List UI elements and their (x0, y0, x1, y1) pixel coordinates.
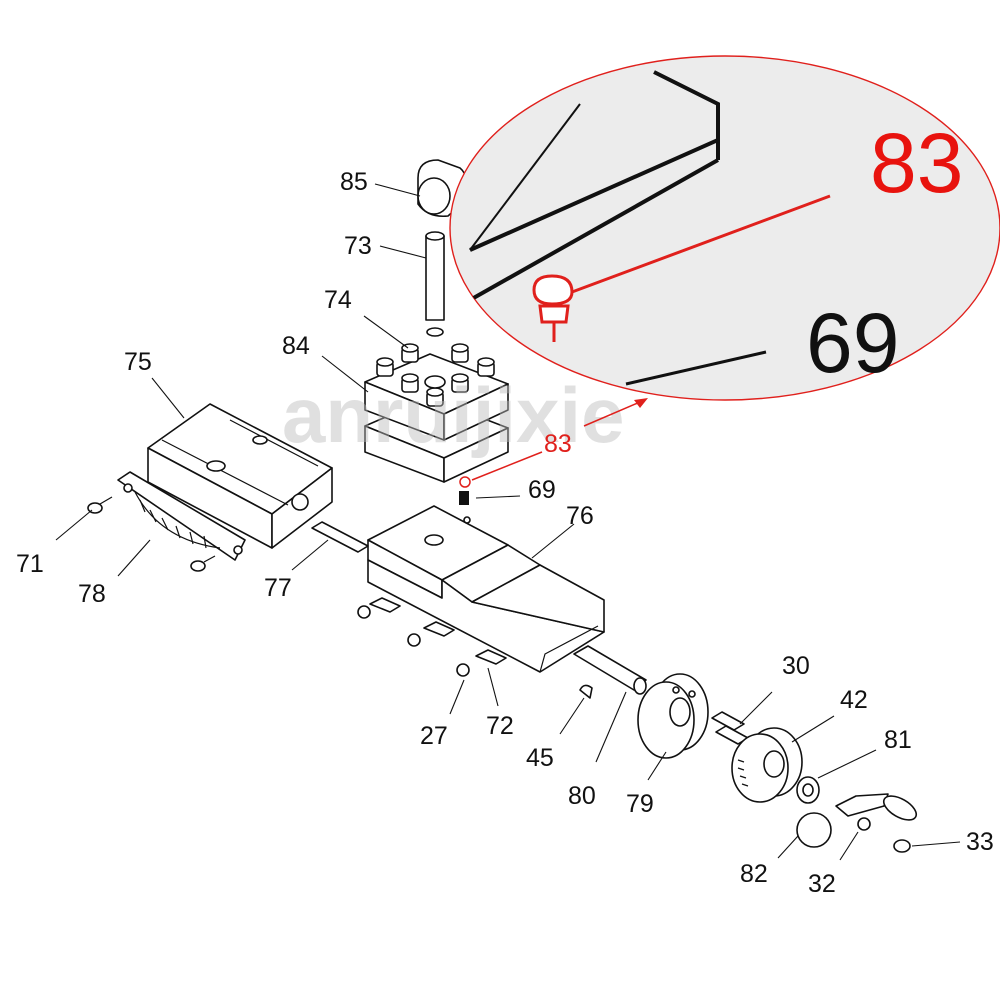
callout-78: 78 (78, 580, 106, 608)
callout-84: 84 (282, 332, 310, 360)
leader-lines (55, 183, 961, 861)
callout-71: 71 (16, 550, 44, 578)
callout-45: 45 (526, 744, 554, 772)
part-77-gib-strip (311, 521, 369, 553)
part-45-key (579, 684, 593, 699)
callout-79: 79 (626, 790, 654, 818)
callout-83: 83 (544, 430, 572, 458)
part-33-screw (893, 839, 911, 853)
callout-75: 75 (124, 348, 152, 376)
part-78-angle-scale (117, 471, 246, 561)
callout-73: 73 (344, 232, 372, 260)
part-71-screws (87, 496, 216, 572)
zoom-label-83: 83 (870, 116, 963, 210)
part-69-spring (459, 491, 469, 505)
callout-81: 81 (884, 726, 912, 754)
part-75-compound-base (147, 403, 333, 549)
part-81-washer (796, 776, 820, 804)
part-79-bearing-housing (637, 673, 709, 759)
callout-76: 76 (566, 502, 594, 530)
callout-32: 32 (808, 870, 836, 898)
callout-27: 27 (420, 722, 448, 750)
part-27-72-adjusting-screws (357, 597, 507, 677)
callout-42: 42 (840, 686, 868, 714)
callout-80: 80 (568, 782, 596, 810)
zoom-label-69: 69 (806, 296, 899, 390)
leader-83-red (471, 398, 648, 481)
part-32-nut (857, 817, 871, 831)
watermark: anruijixie (282, 371, 624, 459)
callout-85: 85 (340, 168, 368, 196)
part-76-cross-slide (367, 505, 605, 673)
callout-77: 77 (264, 574, 292, 602)
part-30-screws (711, 711, 749, 745)
callout-69: 69 (528, 476, 556, 504)
part-74-clamp-screws (376, 343, 495, 407)
callout-30: 30 (782, 652, 810, 680)
part-42-dial (731, 727, 803, 803)
zoom-detail-bubble (449, 55, 1000, 401)
part-83-plunger (459, 476, 471, 488)
part-73-stud (425, 231, 445, 337)
callout-74: 74 (324, 286, 352, 314)
part-82-handle (796, 793, 918, 848)
part-80-leadscrew (573, 645, 647, 695)
callout-72: 72 (486, 712, 514, 740)
callout-82: 82 (740, 860, 768, 888)
callout-33: 33 (966, 828, 994, 856)
